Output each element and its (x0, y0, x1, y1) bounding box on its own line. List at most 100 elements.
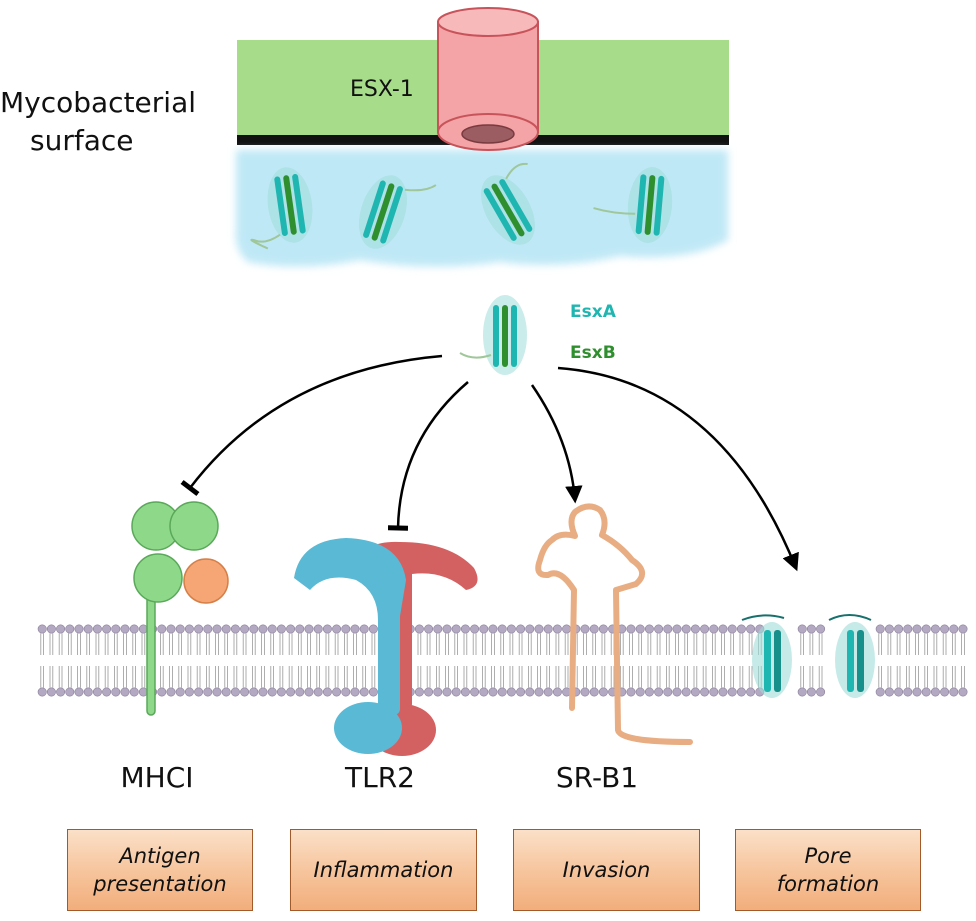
lipid-head (212, 624, 222, 634)
lipid-head (580, 624, 590, 634)
lipid-head (368, 687, 378, 697)
lipid-head (359, 687, 369, 697)
lipid-head (433, 624, 443, 634)
lipid-head (921, 624, 931, 634)
lipid-head (460, 687, 470, 697)
lipid-head (129, 687, 139, 697)
lipid-head (727, 624, 737, 634)
lipid-head (516, 624, 526, 634)
lipid-head (341, 624, 351, 634)
lipid-head (506, 624, 516, 634)
lipid-head (589, 624, 599, 634)
lipid-head (184, 624, 194, 634)
lipid-head (56, 687, 66, 697)
lipid-head (102, 687, 112, 697)
lipid-head (46, 624, 56, 634)
mhci-receptor (131, 501, 229, 716)
outcome-inflammation: Inflammation (290, 829, 477, 911)
lipid-head (276, 687, 286, 697)
lipid-head (497, 687, 507, 697)
lipid-head (424, 687, 434, 697)
lipid-head (589, 687, 599, 697)
lipid-head (120, 624, 130, 634)
lipid-head (240, 624, 250, 634)
lipid-head (83, 687, 93, 697)
lipid-head (552, 624, 562, 634)
lipid-head (626, 624, 636, 634)
lipid-head (635, 687, 645, 697)
lipid-head (806, 624, 816, 634)
lipid-head (286, 624, 296, 634)
lipid-head (414, 687, 424, 697)
lipid-head (120, 687, 130, 697)
lipid-head (175, 687, 185, 697)
lipid-head (166, 624, 176, 634)
lipid-head (949, 624, 959, 634)
lipid-head (562, 624, 572, 634)
lipid-head (746, 624, 756, 634)
lipid-head (92, 687, 102, 697)
lipid-head (414, 624, 424, 634)
lipid-head (350, 624, 360, 634)
lipid-head (83, 624, 93, 634)
lipid-head (322, 687, 332, 697)
lipid-head (249, 687, 259, 697)
lipid-head (479, 624, 489, 634)
lipid-head (949, 687, 959, 697)
lipid-head (718, 687, 728, 697)
lipid-head (221, 624, 231, 634)
esxa-esxb-dimer (593, 167, 673, 243)
effect-arrows (180, 354, 799, 572)
lipid-head (313, 687, 323, 697)
esxb-label: EsxB (570, 343, 616, 363)
lipid-head (635, 624, 645, 634)
lipid-head (746, 687, 756, 697)
lipid-head (258, 624, 268, 634)
lipid-head (681, 687, 691, 697)
lipid-head (672, 687, 682, 697)
lipid-head (940, 624, 950, 634)
capsule-region (235, 150, 728, 267)
lipid-head (626, 687, 636, 697)
lipid-head (230, 624, 240, 634)
lipid-head (709, 624, 719, 634)
lipid-head (598, 624, 608, 634)
lipid-head (111, 687, 121, 697)
lipid-head (433, 687, 443, 697)
lipid-head (470, 624, 480, 634)
srb1-receptor (535, 503, 693, 745)
lipid-head (543, 624, 553, 634)
lipid-head (37, 687, 47, 697)
lipid-head (46, 687, 56, 697)
lipid-head (267, 687, 277, 697)
lipid-head (184, 687, 194, 697)
lipid-head (332, 624, 342, 634)
lipid-head (470, 687, 480, 697)
esxa-esxb-dimer (481, 162, 535, 245)
outcome-label: Antigen presentation (93, 843, 227, 896)
lipid-head (276, 624, 286, 634)
lipid-head (543, 687, 553, 697)
lipid-head (903, 687, 913, 697)
lipid-head (709, 687, 719, 697)
lipid-head (424, 624, 434, 634)
lipid-head (111, 624, 121, 634)
lipid-head (212, 687, 222, 697)
outcome-label: Inflammation (313, 857, 454, 882)
tlr2-receptor (294, 538, 478, 756)
lipid-head (313, 624, 323, 634)
lipid-head (598, 687, 608, 697)
esx1-label: ESX-1 (350, 77, 414, 102)
lipid-head (736, 687, 746, 697)
lipid-head (930, 687, 940, 697)
inhibit-arrow-mhci (180, 354, 443, 497)
lipid-head (903, 624, 913, 634)
outcome-invasion: Invasion (513, 829, 700, 911)
secreted-dimer (459, 295, 527, 375)
lipid-head (894, 624, 904, 634)
lipid-head (479, 687, 489, 697)
lipid-head (286, 687, 296, 697)
lipid-head (534, 687, 544, 697)
lipid-head (194, 624, 204, 634)
lipid-head (442, 624, 452, 634)
